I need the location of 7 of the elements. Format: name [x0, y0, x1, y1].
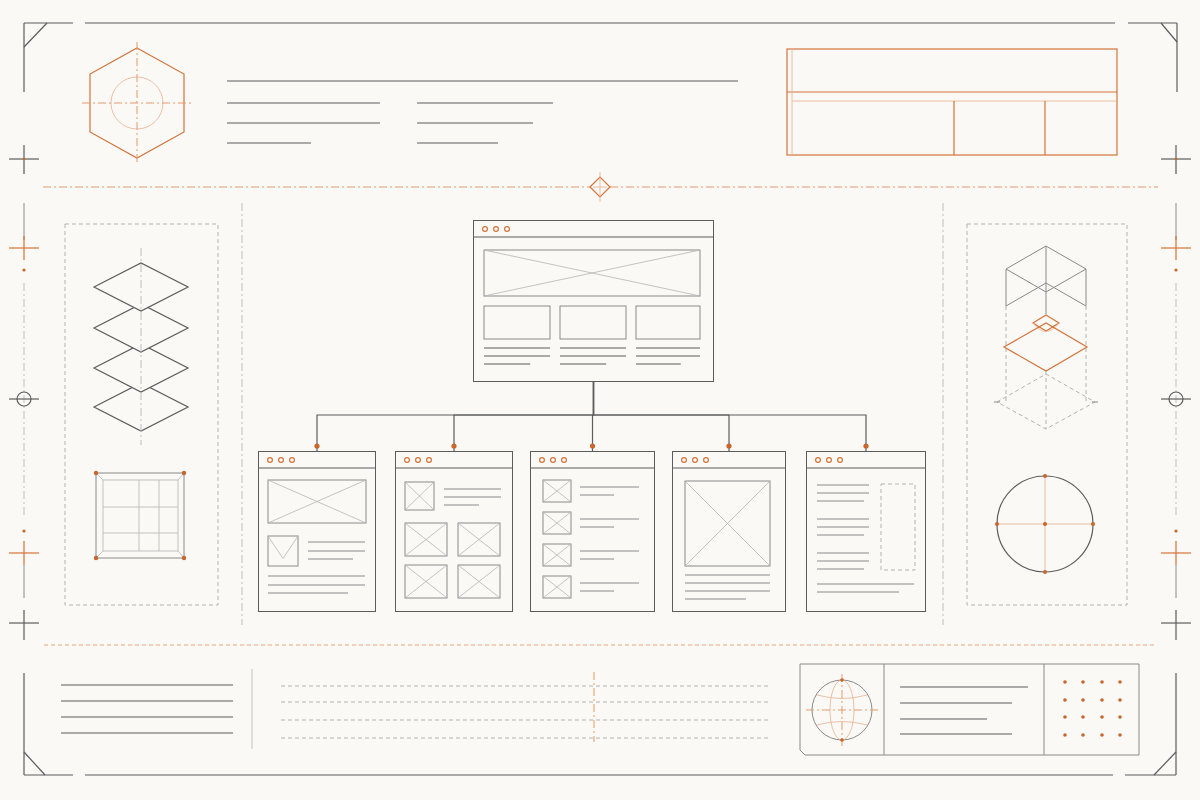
web-page-wireframe — [395, 451, 513, 612]
web-page-wireframe — [806, 451, 926, 612]
connector-line — [592, 381, 869, 452]
web-page-wireframe — [672, 451, 786, 612]
web-page-wireframe — [258, 451, 376, 612]
web-page-wireframe — [530, 451, 655, 612]
web-page-wireframe — [473, 220, 714, 382]
